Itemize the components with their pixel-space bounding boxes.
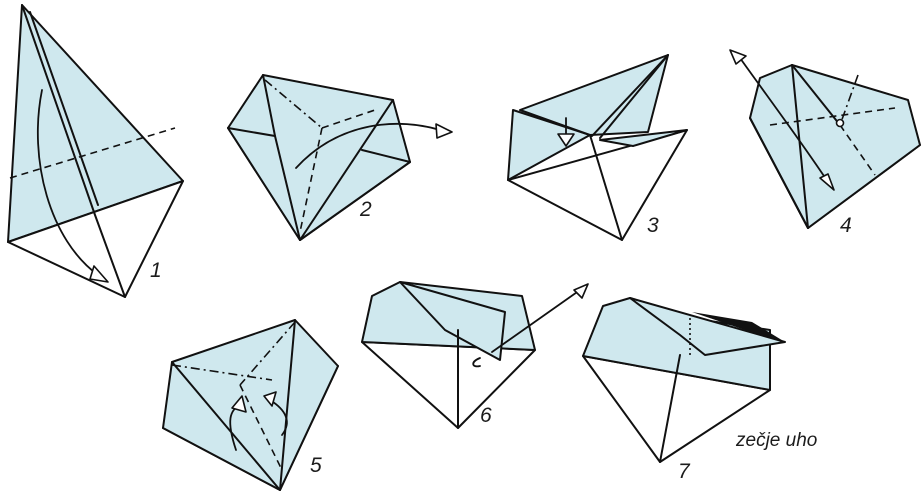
step-2-arrowhead — [436, 124, 452, 138]
step-7-figure: 7 — [583, 298, 785, 483]
step-5-figure: 5 — [163, 320, 338, 490]
step-4-figure: 4 — [730, 50, 920, 237]
step-4-number: 4 — [840, 214, 852, 237]
result-caption: zečje uho — [735, 430, 817, 451]
step-5-number: 5 — [310, 454, 322, 477]
step-6-arrowhead — [574, 284, 588, 298]
step-3-number: 3 — [647, 214, 659, 237]
step-6-figure: 6 — [362, 282, 588, 428]
step-6-number: 6 — [480, 404, 492, 427]
step-1-figure: 1 — [8, 5, 183, 297]
step-2-number: 2 — [359, 198, 372, 221]
step-3-figure: 3 — [508, 55, 687, 240]
step-4-pivot-point — [837, 120, 844, 127]
step-7-number: 7 — [678, 460, 691, 483]
step-2-figure: 2 — [228, 75, 452, 240]
step-1-number: 1 — [150, 259, 162, 282]
